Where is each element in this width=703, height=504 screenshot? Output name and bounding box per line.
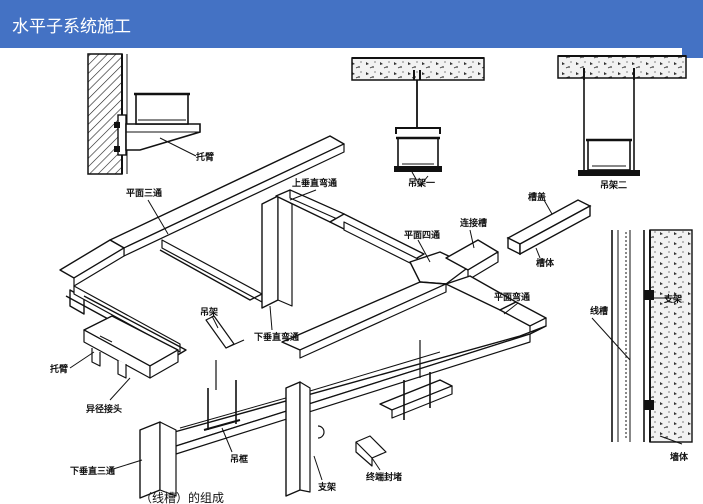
page-title: 水平子系统施工	[12, 17, 131, 37]
label-shang-chuizhi-wantong: 上垂直弯通	[292, 177, 337, 189]
wall-trunking-detail	[591, 229, 693, 445]
label-caogai: 槽盖	[528, 191, 546, 203]
label-zhijia-right: 支架	[663, 293, 682, 305]
label-yijing-jietou: 异径接头	[86, 403, 122, 415]
label-diaojia-two: 吊架二	[600, 179, 627, 191]
label-caoti: 槽体	[536, 257, 555, 269]
label-tuobi-bottom: 托臂	[50, 363, 68, 375]
label-xiancao: 线槽	[590, 305, 608, 317]
wall-bracket-detail	[87, 53, 201, 175]
label-pingmian-wantong: 平面弯通	[494, 291, 530, 303]
label-xia-chuizhi-wantong: 下垂直弯通	[254, 331, 299, 343]
label-qiangti: 墙体	[670, 451, 689, 463]
label-zhongduan-fengdu: 终端封堵	[365, 471, 402, 483]
tray-network	[59, 135, 547, 499]
label-tuobi-top: 托臂	[196, 151, 214, 163]
label-diaojia: 吊架	[200, 306, 218, 318]
bottom-caption: （线槽）的组成	[140, 490, 224, 504]
hanger-two-detail	[557, 55, 687, 176]
hanger-one-detail	[351, 57, 485, 187]
label-xia-chuizhi-santong: 下垂直三通	[70, 465, 115, 477]
label-zhijia-bottom: 支架	[317, 481, 336, 493]
label-lianjie-cao: 连接槽	[460, 217, 487, 229]
tray-cover-body-detail	[506, 199, 592, 259]
title-bar: 水平子系统施工	[0, 0, 703, 48]
title-bar-tail	[682, 48, 703, 58]
label-pingmian-sitong: 平面四通	[404, 229, 440, 241]
label-pingmian-santong: 平面三通	[126, 187, 162, 199]
label-diaokuang: 吊框	[230, 453, 248, 465]
label-diaojia-one: 吊架一	[408, 177, 435, 189]
leader-lines	[69, 189, 519, 481]
